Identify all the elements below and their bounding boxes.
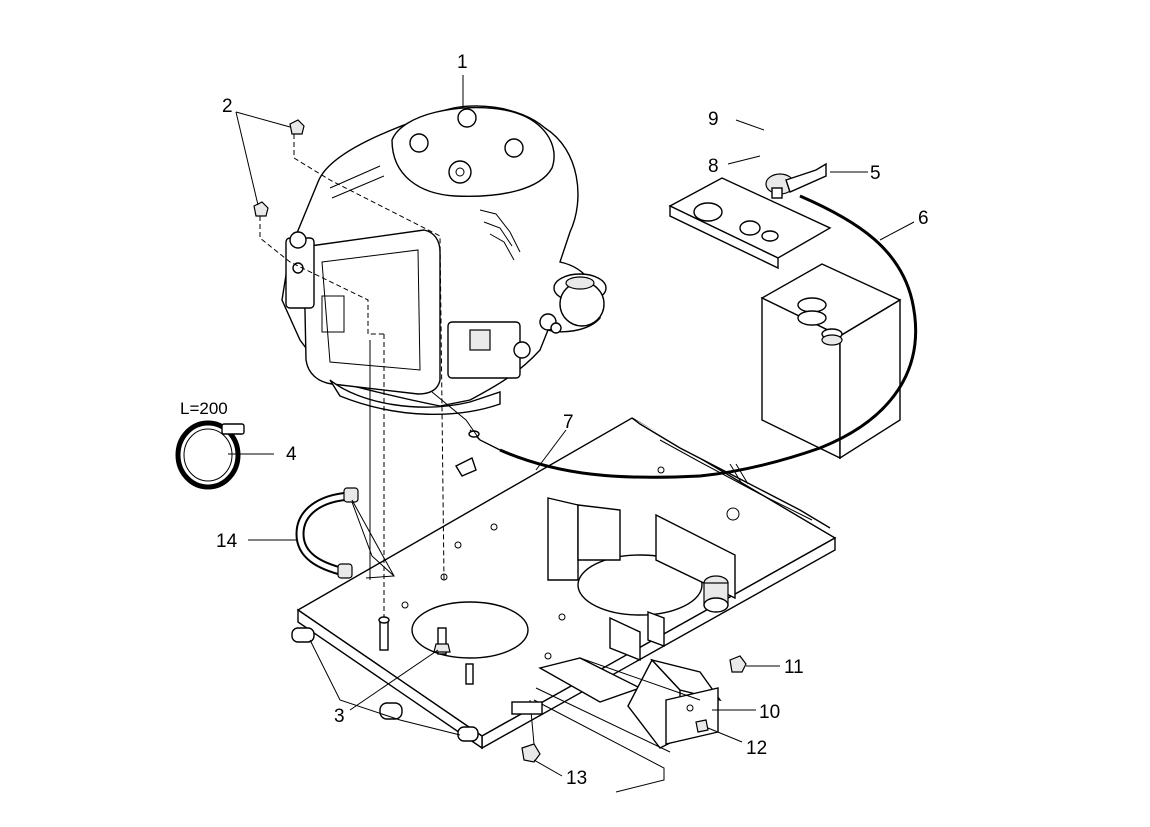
callout-3: 3	[334, 706, 345, 727]
leader-lines	[228, 75, 915, 777]
engine-nuts	[253, 119, 305, 217]
mounting-bolts	[378, 616, 474, 685]
engine	[281, 105, 607, 416]
fuel-hose	[295, 487, 396, 579]
callout-6: 6	[918, 208, 929, 229]
callout-11: 11	[784, 657, 804, 678]
callout-9: 9	[708, 109, 719, 130]
fuel-tank	[760, 263, 902, 460]
length-note: L=200	[180, 399, 228, 418]
callout-1: 1	[457, 52, 468, 73]
callout-labels: 1 2 3 4 5 6 7 8 9 10 11 12 13 14 L=200	[180, 52, 929, 789]
bracket-assembly	[511, 655, 747, 793]
throttle-plate	[668, 177, 832, 270]
callout-8: 8	[708, 156, 719, 177]
callout-13: 13	[566, 768, 587, 789]
callout-5: 5	[870, 163, 881, 184]
callout-7: 7	[563, 412, 574, 433]
callout-2: 2	[222, 96, 233, 117]
throttle-cable	[699, 194, 918, 485]
choke-cable	[431, 391, 701, 479]
hose-clamp	[175, 420, 245, 490]
callout-4: 4	[286, 444, 297, 465]
callout-10: 10	[759, 702, 780, 723]
mount-projections	[259, 134, 445, 630]
callout-14: 14	[216, 531, 238, 552]
callout-12: 12	[746, 738, 767, 759]
throttle-lever	[765, 162, 827, 199]
